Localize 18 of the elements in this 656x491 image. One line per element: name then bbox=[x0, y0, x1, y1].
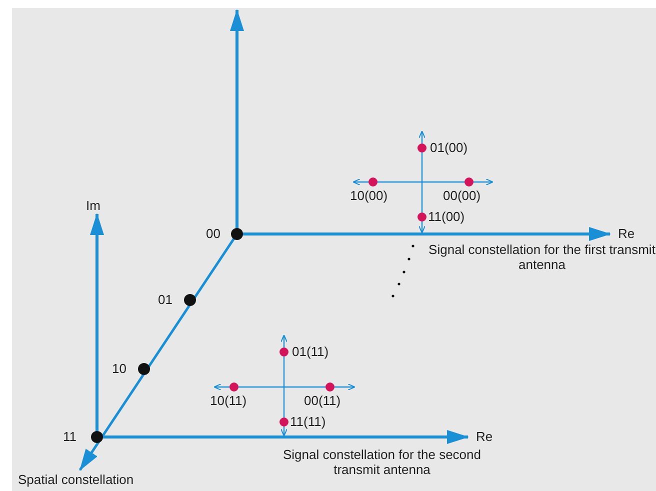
point-label: 10 bbox=[112, 361, 126, 376]
axis-label: Re bbox=[618, 226, 635, 241]
point-label: 00(11) bbox=[304, 393, 341, 408]
point-label: 00(00) bbox=[443, 188, 481, 203]
axis-label: Im bbox=[86, 198, 100, 213]
point-label: 11 bbox=[63, 429, 76, 444]
point-label: 11(11) bbox=[290, 414, 326, 429]
point-label: 00 bbox=[206, 226, 220, 241]
point-label: 01 bbox=[158, 292, 172, 307]
point-label: 01(11) bbox=[292, 344, 329, 359]
point-label: 01(00) bbox=[430, 140, 468, 155]
caption-text: Signal constellation for the second transmit antenna bbox=[282, 447, 482, 477]
point-label: 10(00) bbox=[350, 188, 388, 203]
point-label: 10(11) bbox=[210, 393, 247, 408]
caption-text: Signal constellation for the first transmit antenna bbox=[428, 242, 656, 272]
point-label: 11(00) bbox=[428, 209, 465, 224]
axis-label: Re bbox=[476, 429, 493, 444]
caption-text: Spatial constellation bbox=[18, 472, 134, 487]
